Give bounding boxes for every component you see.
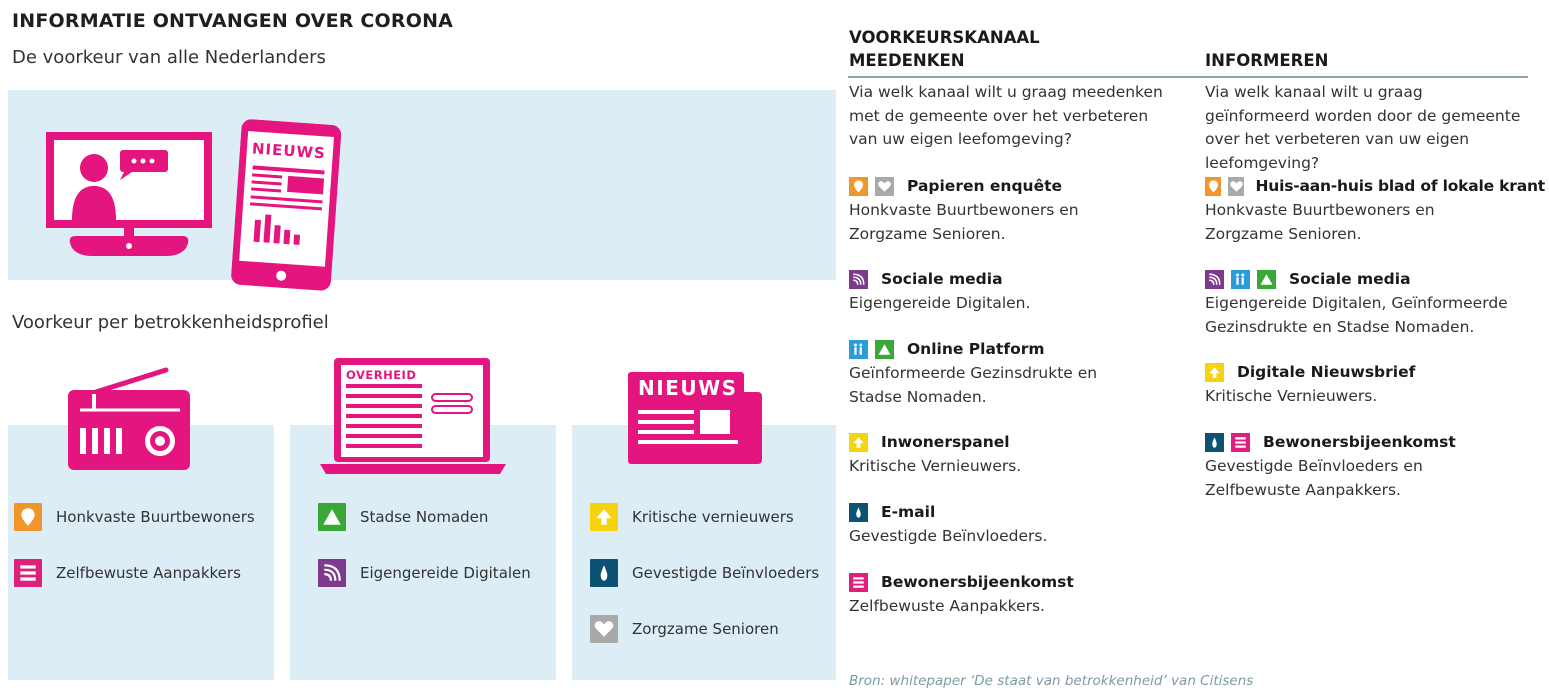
channel-heading: VOORKEURSKANAAL: [849, 28, 1040, 47]
legend-item: Gevestigde Beïnvloeders: [590, 559, 819, 587]
triangle-icon: [1257, 269, 1276, 289]
channel-entry: Sociale media Eigengereide Digitalen, Ge…: [1205, 268, 1549, 339]
channel-entry: Bewonersbijeenkomst Zelfbewuste Aanpakke…: [849, 571, 1199, 619]
heart-icon: [875, 176, 894, 196]
arrow-up-icon: [590, 503, 618, 531]
legend-label: Stadse Nomaden: [360, 508, 489, 526]
header-divider: [848, 76, 1528, 78]
legend-label: Eigengereide Digitalen: [360, 564, 531, 582]
channel-description: Eigengereide Digitalen, Geïnformeerde Ge…: [1205, 294, 1508, 336]
channel-description: Kritische Vernieuwers.: [1205, 387, 1378, 405]
legend-item: Kritische vernieuwers: [590, 503, 794, 531]
list-icon: [1231, 432, 1250, 452]
channel-title: Online Platform: [907, 340, 1045, 358]
channel-description: Eigengereide Digitalen.: [849, 294, 1031, 312]
legend-item: Zorgzame Senioren: [590, 615, 779, 643]
channel-entry: E-mail Gevestigde Beïnvloeders.: [849, 501, 1199, 549]
newspaper-label: NIEUWS: [638, 376, 738, 400]
page-title: INFORMATIE ONTVANGEN OVER CORONA: [12, 10, 454, 32]
channel-title: Digitale Nieuwsbrief: [1237, 363, 1416, 381]
triangle-icon: [318, 503, 346, 531]
legend-label: Honkvaste Buurtbewoners: [56, 508, 255, 526]
radio-icon: [68, 367, 190, 470]
phone-news-icon: NIEUWS: [230, 119, 346, 296]
channel-title: Sociale media: [881, 270, 1003, 288]
channel-title: Sociale media: [1289, 270, 1411, 288]
laptop-overheid-icon: OVERHEID: [320, 356, 506, 476]
map-pin-icon: [14, 503, 42, 531]
legend-label: Gevestigde Beïnvloeders: [632, 564, 820, 582]
legend-label: Zelfbewuste Aanpakkers: [56, 564, 241, 582]
channel-description: Honkvaste Buurtbewoners en Zorgzame Seni…: [849, 201, 1079, 243]
channel-title: Bewonersbijeenkomst: [881, 573, 1074, 591]
channel-description: Gevestigde Beïnvloeders.: [849, 527, 1048, 545]
triangle-icon: [875, 339, 894, 359]
signal-icon: [318, 559, 346, 587]
channel-description: Zelfbewuste Aanpakkers.: [849, 597, 1045, 615]
map-pin-icon: [849, 176, 868, 196]
channel-title: Papieren enquête: [907, 177, 1063, 195]
signal-icon: [1205, 269, 1224, 289]
channel-description: Geïnformeerde Gezinsdrukte en Stadse Nom…: [849, 364, 1098, 406]
channel-entry: Bewonersbijeenkomst Gevestigde Beïnvloed…: [1205, 431, 1549, 502]
heart-icon: [590, 615, 618, 643]
column-heading-meedenken: MEEDENKEN: [849, 51, 965, 70]
legend-item: Zelfbewuste Aanpakkers: [14, 559, 241, 587]
arrow-up-icon: [1205, 362, 1224, 382]
column-heading-informeren: INFORMEREN: [1205, 51, 1329, 70]
channel-entry: Digitale Nieuwsbrief Kritische Vernieuwe…: [1205, 361, 1549, 409]
legend-item: Eigengereide Digitalen: [318, 559, 531, 587]
drop-icon: [849, 502, 868, 522]
drop-icon: [590, 559, 618, 587]
channel-title: Inwonerspanel: [881, 433, 1010, 451]
laptop-overheid-label: OVERHEID: [346, 368, 417, 382]
source-note: Bron: whitepaper ‘De staat van betrokken…: [849, 673, 1254, 689]
newspaper-icon: NIEUWS: [626, 370, 764, 466]
list-icon: [849, 572, 868, 592]
page-subtitle: De voorkeur van alle Nederlanders: [12, 47, 326, 68]
tv-person-icon: [46, 132, 212, 256]
question-informeren: Via welk kanaal wilt u graag geïnformeer…: [1205, 83, 1521, 172]
channel-entry: Sociale media Eigengereide Digitalen.: [849, 268, 1199, 316]
channel-entry: Online Platform Geïnformeerde Gezinsdruk…: [849, 338, 1199, 409]
legend-label: Zorgzame Senioren: [632, 620, 779, 638]
map-pin-icon: [1205, 176, 1222, 196]
channel-description: Honkvaste Buurtbewoners en Zorgzame Seni…: [1205, 201, 1435, 243]
channel-entry: Huis-aan-huis blad of lokale krant Honkv…: [1205, 175, 1545, 246]
family-icon: [849, 339, 868, 359]
channel-title: Bewonersbijeenkomst: [1263, 433, 1456, 451]
arrow-up-icon: [849, 432, 868, 452]
drop-icon: [1205, 432, 1224, 452]
channel-title: Huis-aan-huis blad of lokale krant: [1255, 177, 1545, 195]
legend-label: Kritische vernieuwers: [632, 508, 794, 526]
signal-icon: [849, 269, 868, 289]
question-meedenken: Via welk kanaal wilt u graag meedenken m…: [849, 83, 1163, 148]
channel-entry: Inwonerspanel Kritische Vernieuwers.: [849, 431, 1199, 479]
list-icon: [14, 559, 42, 587]
heart-icon: [1228, 176, 1245, 196]
channel-description: Gevestigde Beïnvloeders en Zelfbewuste A…: [1205, 457, 1423, 499]
channel-title: E-mail: [881, 503, 936, 521]
profile-heading: Voorkeur per betrokkenheidsprofiel: [12, 312, 329, 333]
legend-item: Stadse Nomaden: [318, 503, 488, 531]
legend-item: Honkvaste Buurtbewoners: [14, 503, 255, 531]
channel-description: Kritische Vernieuwers.: [849, 457, 1022, 475]
family-icon: [1231, 269, 1250, 289]
channel-entry: Papieren enquête Honkvaste Buurtbewoners…: [849, 175, 1199, 246]
